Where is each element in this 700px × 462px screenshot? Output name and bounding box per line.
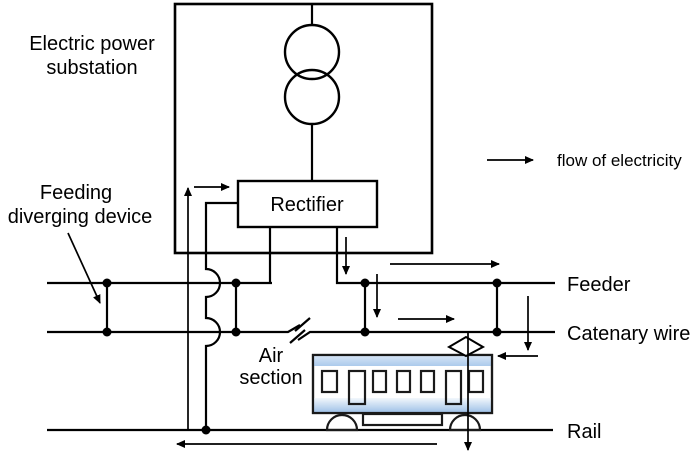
substation-label-line1: Electric power [29,33,155,55]
pantograph-icon [446,335,486,358]
air-section-label-line1: Air [259,345,284,367]
junction-dot [201,425,211,435]
junction-dot [102,327,112,337]
air-section-break-slash [289,329,306,344]
catenary-label: Catenary wire [567,323,690,345]
feeding-device-label-line2: diverging device [8,206,153,228]
train-door [444,369,463,406]
train-lower-band [314,398,491,412]
legend-label: flow of electricity [557,151,682,170]
air-section-label-line2: section [239,367,302,389]
junction-dot [492,327,502,337]
junction-dot [360,278,370,288]
train-window [419,369,436,394]
rectifier-label: Rectifier [270,194,344,216]
feeding-device-label-line1: Feeding [40,182,112,204]
train-window [395,369,412,394]
air-section-break-slash [294,317,311,332]
substation-box [173,2,434,255]
train-underfloor-box [361,412,444,427]
feeder-label: Feeder [567,274,631,296]
substation-label-line2: substation [46,57,137,79]
train-roof-stripe [314,356,491,366]
transformer-icon [283,23,341,81]
junction-dot [360,327,370,337]
train-window [320,369,339,394]
train-window [467,369,485,394]
rectifier-box [236,179,379,229]
train-window [371,369,388,394]
train-wheel [325,413,359,432]
train-wheel [448,413,482,432]
train-door [347,369,367,406]
junction-dot [231,327,241,337]
catenary-line-left [47,324,301,334]
label-pointer-arrow [67,232,101,304]
train-body-outline [311,353,494,415]
rail-label: Rail [567,421,601,443]
catenary-line-right [297,330,555,341]
return-wire [204,201,238,430]
junction-dot [492,278,502,288]
junction-dot [231,278,241,288]
train [311,335,494,432]
junction-dot [102,278,112,288]
feeder-line-right [335,227,555,285]
